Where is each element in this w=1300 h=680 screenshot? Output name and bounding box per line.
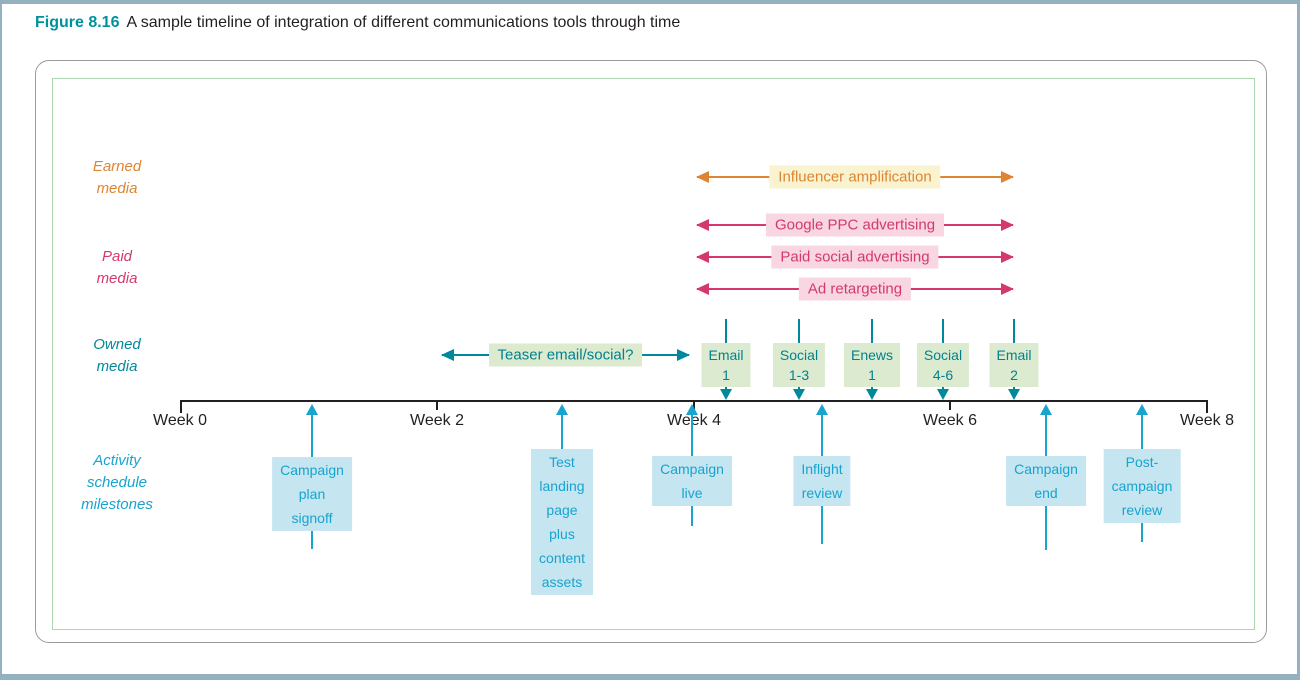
touchpoint-label: Enews 1 <box>843 343 901 387</box>
touchpoint-label: Social 1-3 <box>772 343 826 387</box>
down-arrowhead-icon <box>866 389 878 400</box>
up-arrowhead-icon <box>1136 404 1148 415</box>
row-label-earned-media: Earned media <box>92 158 142 197</box>
touchpoint-label: Email 2 <box>989 343 1039 387</box>
touchpoint-label: Social 4-6 <box>916 343 970 387</box>
teaser-email-social-label: Teaser email/social? <box>488 343 643 367</box>
touchpoint-label: Email 1 <box>701 343 751 387</box>
teaser-email-social-arrow: Teaser email/social? <box>441 343 690 367</box>
milestone-label: Campaign live <box>652 456 732 506</box>
up-arrowhead-icon <box>306 404 318 415</box>
milestone-label: Campaign end <box>1006 456 1086 506</box>
milestone-label: Campaign plan signoff <box>272 457 352 531</box>
influencer-amplification-arrow: Influencer amplification <box>696 165 1014 189</box>
row-label-activity-milestones: Activity schedule milestones <box>81 452 153 513</box>
figure-inner-border <box>52 78 1255 630</box>
up-arrowhead-icon <box>816 404 828 415</box>
up-arrowhead-icon <box>686 404 698 415</box>
axis-end-tick-left <box>180 400 182 413</box>
figure-title: Figure 8.16 A sample timeline of integrat… <box>35 14 680 32</box>
google-ppc-advertising-label: Google PPC advertising <box>765 213 945 237</box>
ad-retargeting-arrow: Ad retargeting <box>696 277 1014 301</box>
axis-tick-week-2 <box>436 400 438 410</box>
week-label-0: Week 0 <box>153 412 207 429</box>
paid-social-advertising-label: Paid social advertising <box>771 245 939 269</box>
ad-retargeting-label: Ad retargeting <box>798 277 912 301</box>
week-label-8: Week 8 <box>1180 412 1234 429</box>
row-label-owned-media: Owned media <box>93 336 141 375</box>
week-label-2: Week 2 <box>410 412 464 429</box>
down-arrowhead-icon <box>720 389 732 400</box>
down-arrowhead-icon <box>1008 389 1020 400</box>
down-arrowhead-icon <box>937 389 949 400</box>
figure-caption: A sample timeline of integration of diff… <box>126 14 681 31</box>
down-arrowhead-icon <box>793 389 805 400</box>
milestone-label: Post- campaign review <box>1103 449 1181 523</box>
influencer-amplification-label: Influencer amplification <box>769 165 941 189</box>
figure-outer-border <box>35 60 1267 643</box>
week-label-6: Week 6 <box>923 412 977 429</box>
milestone-label: Test landing page plus content assets <box>531 449 593 595</box>
milestone-label: Inflight review <box>793 456 851 506</box>
week-label-4: Week 4 <box>667 412 721 429</box>
up-arrowhead-icon <box>1040 404 1052 415</box>
axis-tick-week-6 <box>949 400 951 410</box>
row-label-paid-media: Paid media <box>96 248 138 287</box>
up-arrowhead-icon <box>556 404 568 415</box>
axis-end-tick-right <box>1206 400 1208 413</box>
google-ppc-advertising-arrow: Google PPC advertising <box>696 213 1014 237</box>
figure-number: Figure 8.16 <box>35 14 120 31</box>
paid-social-advertising-arrow: Paid social advertising <box>696 245 1014 269</box>
